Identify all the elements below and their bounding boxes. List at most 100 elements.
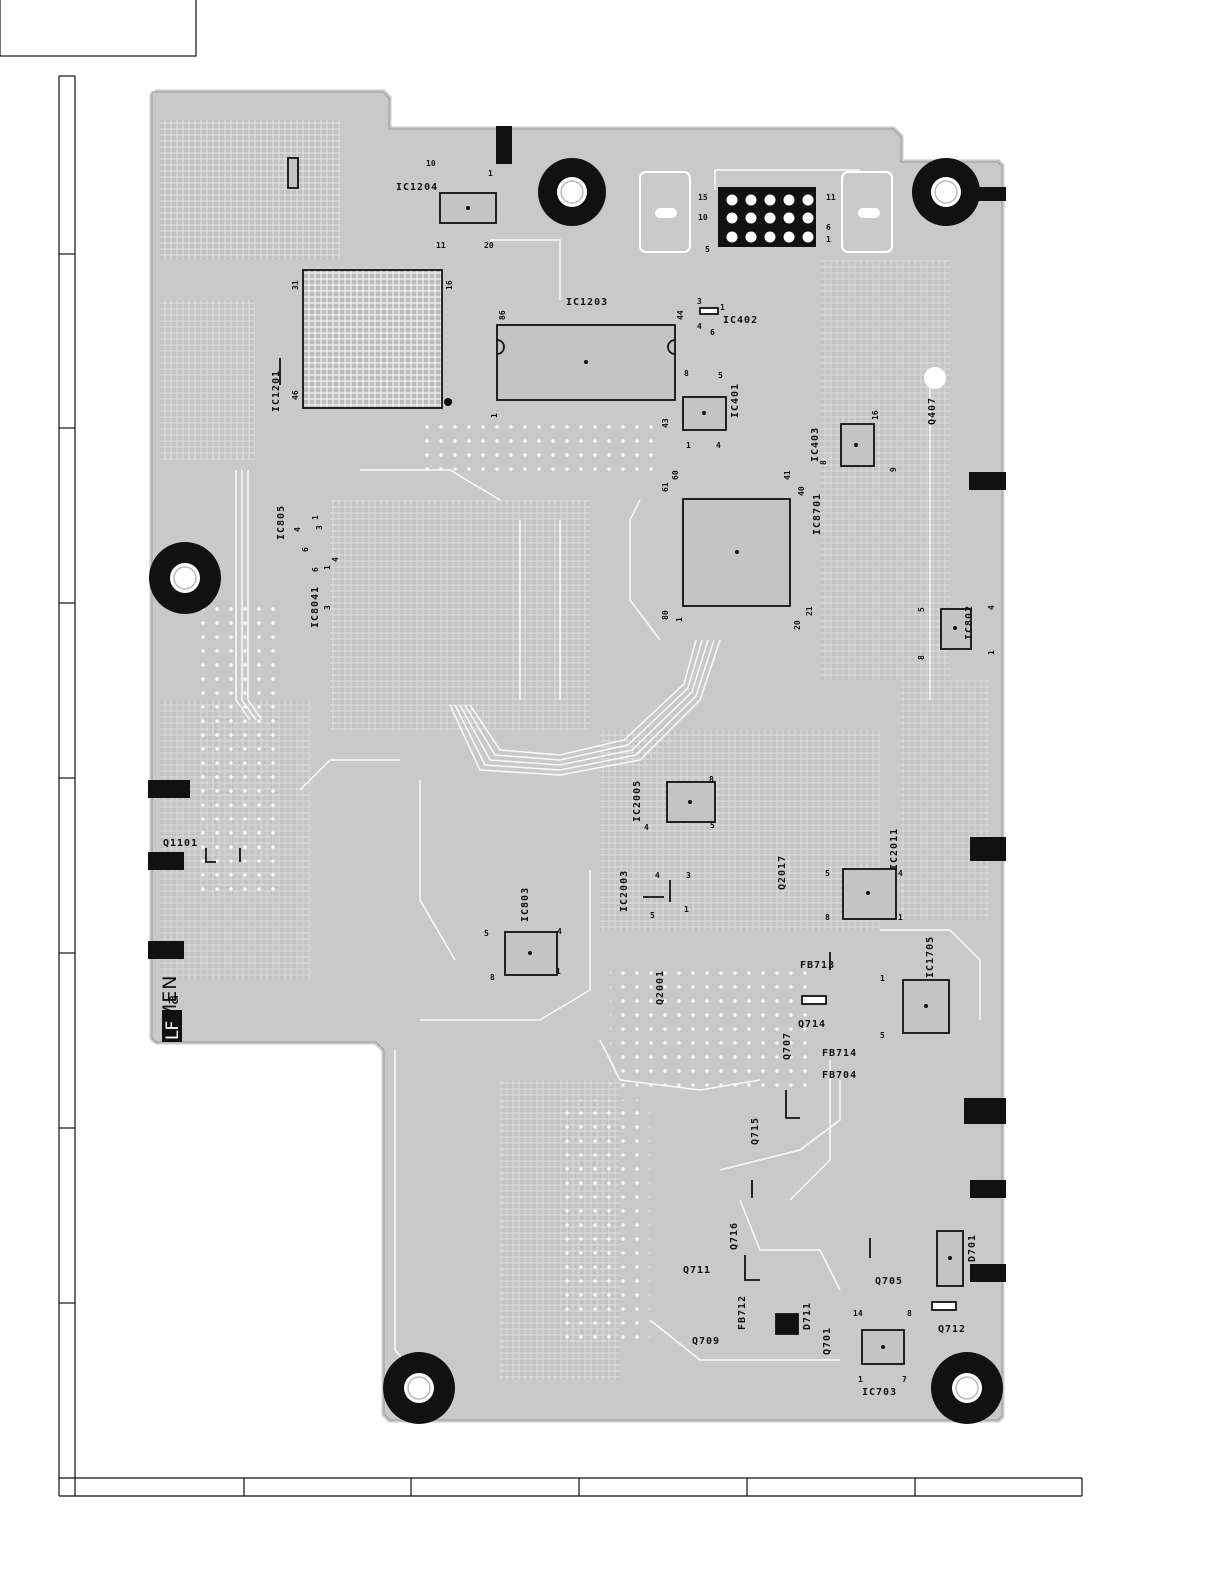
- pin-label: 16: [871, 410, 880, 420]
- pin-label: 4: [557, 927, 562, 936]
- pin-label: 1: [858, 1375, 863, 1384]
- mounting-hole-bottom-left: [383, 1352, 455, 1424]
- pin-label: 43: [661, 418, 670, 428]
- pin-label: 1: [488, 169, 493, 178]
- d701-label: D701: [967, 1234, 978, 1262]
- ic402-body: [699, 307, 719, 315]
- board-side-code: LF: [163, 1021, 183, 1040]
- ic-reference-labels: IC1204 IC1201 IC1203 IC402 IC401 IC403 I…: [271, 182, 975, 1398]
- pin-label: 86: [498, 310, 507, 320]
- pin-label: 4: [655, 871, 660, 880]
- ic703-label: IC703: [862, 1387, 897, 1398]
- ic401-body: [682, 396, 727, 431]
- pin-label: 60: [671, 470, 680, 480]
- pin-label: 1: [490, 413, 499, 418]
- pin-label: 1: [826, 235, 831, 244]
- q1101-label: Q1101: [163, 838, 198, 849]
- fb704-label: FB704: [822, 1070, 857, 1081]
- ic1203-label: IC1203: [566, 297, 608, 308]
- edge-tabs: [148, 126, 1006, 1282]
- pin-label: 4: [697, 322, 702, 331]
- q712-label: Q712: [938, 1324, 966, 1335]
- pin-label: 1: [898, 913, 903, 922]
- pin-label: 5: [917, 607, 926, 612]
- pin-label: 6: [826, 223, 831, 232]
- pin-label: 40: [797, 486, 806, 496]
- ic1201-label: IC1201: [271, 370, 282, 412]
- pin-label: 11: [826, 193, 836, 202]
- pin-label: 61: [661, 482, 670, 492]
- ic803-label: IC803: [520, 887, 531, 922]
- pin-label: 20: [793, 620, 802, 630]
- sheet-frame: [0, 0, 1083, 1497]
- pin-label: 3: [686, 871, 691, 880]
- pin-label: 7: [902, 1375, 907, 1384]
- pin-label: 1: [445, 399, 454, 404]
- q2001-label: Q2001: [655, 970, 666, 1005]
- pin-label: 10: [698, 213, 708, 222]
- ic2005-body: [666, 781, 716, 823]
- pin-label: 4: [716, 441, 721, 450]
- pin-label: 5: [718, 371, 723, 380]
- pin-label: 15: [698, 193, 708, 202]
- pin-label: 4: [644, 823, 649, 832]
- pin-label: 5: [650, 911, 655, 920]
- q711-label: Q711: [683, 1265, 711, 1276]
- copper-traces: [235, 169, 981, 1381]
- pin-label: 4: [898, 869, 903, 878]
- jumper-q712: [931, 1301, 957, 1311]
- pin-label: 6: [311, 567, 320, 572]
- board-side-code-suffix: a: [163, 995, 183, 1005]
- q2017-label: Q2017: [777, 855, 788, 890]
- mounting-holes: [149, 158, 1003, 1424]
- pin-label: 5: [710, 821, 715, 830]
- ic803-body: [504, 931, 558, 976]
- pin-label: 8: [819, 460, 828, 465]
- pin-label: 4: [293, 527, 302, 532]
- pin-label: 8: [917, 655, 926, 660]
- ic1201-body: [302, 269, 443, 409]
- mounting-hole-top-right: [912, 158, 980, 226]
- pin-label: 46: [291, 390, 300, 400]
- pin-label: 31: [291, 280, 300, 290]
- pin-label: 1: [323, 565, 332, 570]
- q407-label: Q407: [927, 397, 938, 425]
- pin-label: 4: [987, 605, 996, 610]
- ic805-label: IC805: [276, 505, 287, 540]
- dense-trace-regions: [160, 120, 990, 1380]
- pin-label: 1: [556, 967, 561, 976]
- ic2005-label: IC2005: [632, 780, 643, 822]
- pin-label: 1: [684, 905, 689, 914]
- ic8701-label: IC8701: [812, 493, 823, 535]
- pin-label: 14: [853, 1309, 863, 1318]
- ic401-label: IC401: [730, 383, 741, 418]
- pin-label: 8: [825, 913, 830, 922]
- pin-label: 11: [436, 241, 446, 250]
- transistor-labels: Q407 Q1101 Q2017 Q2001 Q714 Q707 Q715 Q7…: [163, 397, 966, 1355]
- pin-label: 10: [426, 159, 436, 168]
- board-side-title: B-MEN LF a: [159, 974, 183, 1042]
- pin-label: 1: [675, 617, 684, 622]
- pin-label: 8: [709, 775, 714, 784]
- pin-label: 6: [301, 547, 310, 552]
- pin-label: 5: [880, 1031, 885, 1040]
- q705-label: Q705: [875, 1276, 903, 1287]
- ic1204-label: IC1204: [396, 182, 438, 193]
- q714-label: Q714: [798, 1019, 826, 1030]
- ic2003-label: IC2003: [619, 870, 630, 912]
- pin-numbers: 10 1 11 20 31 16 46 1 86 44 1 43 3 1 4 6…: [291, 159, 996, 1384]
- fb714-label: FB714: [822, 1048, 857, 1059]
- fb712-label: FB712: [737, 1295, 748, 1330]
- mounting-hole-bottom-right: [931, 1352, 1003, 1424]
- jumper-top: [287, 157, 299, 189]
- pin-label: 5: [484, 929, 489, 938]
- pin-label: 8: [907, 1309, 912, 1318]
- q716-label: Q716: [729, 1222, 740, 1250]
- pin-label: 1: [686, 441, 691, 450]
- q709-label: Q709: [692, 1336, 720, 1347]
- q715-label: Q715: [750, 1117, 761, 1145]
- ic402-label: IC402: [723, 315, 758, 326]
- pin-label: 8: [684, 369, 689, 378]
- pin-label: 3: [323, 605, 332, 610]
- pin-label: 1: [880, 974, 885, 983]
